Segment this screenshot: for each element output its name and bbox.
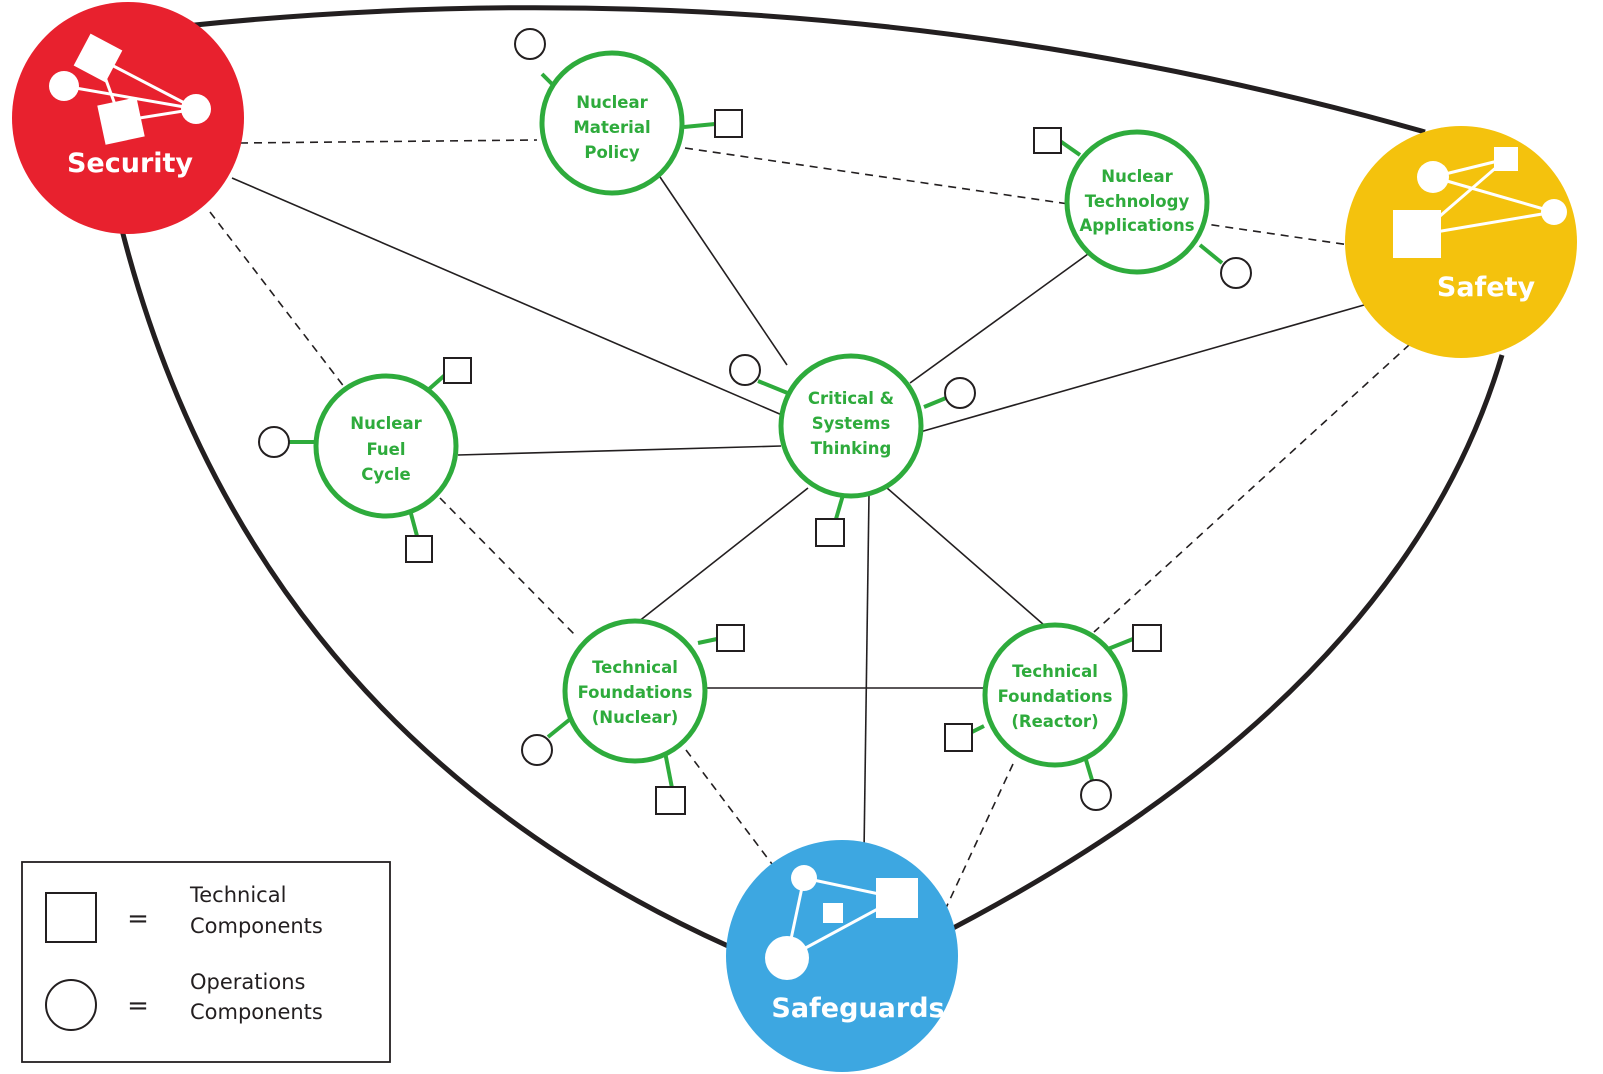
dash-security-fuelcycle xyxy=(209,211,346,389)
legend-equals: = xyxy=(127,904,149,934)
operations-component-icon xyxy=(1198,243,1252,289)
technical-component-icon xyxy=(655,751,686,815)
node-label-line: Technical xyxy=(592,658,678,677)
legend-operations-line2: Components xyxy=(190,1000,323,1024)
dash-security-policy xyxy=(239,139,538,144)
node-label-line: Technology xyxy=(1085,192,1190,211)
node-technical-foundations-reactor: Technical Foundations (Reactor) xyxy=(944,622,1162,811)
node-technical-foundations-nuclear: Technical Foundations (Nuclear) xyxy=(521,618,745,815)
node-label-line: Fuel xyxy=(366,440,405,459)
node-label-line: Foundations xyxy=(578,683,693,702)
legend-equals: = xyxy=(127,991,149,1021)
legend-circle-icon xyxy=(45,979,97,1031)
node-label-line: Material xyxy=(573,118,650,137)
link-security-critical xyxy=(231,177,783,416)
node-label-line: Nuclear xyxy=(350,414,422,433)
technical-component-icon xyxy=(697,624,745,652)
node-circle xyxy=(539,50,685,196)
safety-pillar: Safety xyxy=(1345,126,1577,358)
operations-component-icon xyxy=(1080,759,1112,811)
technical-component-icon xyxy=(815,494,845,547)
node-label-line: Nuclear xyxy=(1101,167,1173,186)
link-policy-critical xyxy=(659,176,788,366)
safeguards-circle xyxy=(726,840,958,1072)
security-network-icon xyxy=(49,33,211,145)
node-nuclear-technology-applications: Nuclear Technology Applications xyxy=(1033,127,1252,289)
safeguards-pillar: Safeguards xyxy=(726,840,958,1072)
node-nuclear-fuel-cycle: Nuclear Fuel Cycle xyxy=(258,357,472,563)
node-circle xyxy=(982,622,1128,768)
technical-component-icon xyxy=(1033,127,1082,157)
boundary-top-arc xyxy=(184,5,1426,135)
node-label-line: Nuclear xyxy=(576,93,648,112)
node-critical-systems-thinking: Critical & Systems Thinking xyxy=(729,353,976,547)
technical-component-icon xyxy=(683,109,743,138)
boundary-left-arc xyxy=(119,229,730,949)
security-label: Security xyxy=(67,148,193,179)
safeguards-network-icon xyxy=(765,865,918,980)
legend-operations-line1: Operations xyxy=(190,970,305,994)
node-circle xyxy=(778,353,924,499)
node-label-line: Systems xyxy=(812,414,891,433)
technical-component-icon xyxy=(944,723,985,752)
safeguards-label: Safeguards xyxy=(771,993,944,1024)
operations-component-icon xyxy=(514,28,560,92)
link-applications-critical xyxy=(909,253,1089,384)
operations-component-icon xyxy=(923,377,976,409)
legend-technical-line1: Technical xyxy=(189,883,286,907)
technical-component-icon xyxy=(1102,624,1162,653)
link-critical-safeguards xyxy=(863,493,870,853)
technical-component-icon xyxy=(426,357,472,392)
operations-component-icon xyxy=(521,714,576,766)
node-circle xyxy=(313,373,459,519)
technical-component-icon xyxy=(405,509,433,563)
operations-component-icon xyxy=(729,354,791,396)
node-label-line: Technical xyxy=(1012,662,1098,681)
dash-techreactor-safeguards xyxy=(944,763,1014,911)
node-nuclear-material-policy: Nuclear Material Policy xyxy=(514,28,743,196)
link-fuelcycle-critical xyxy=(457,445,782,456)
dash-fuelcycle-technuclear xyxy=(439,497,576,636)
link-safety-critical xyxy=(919,300,1379,433)
legend-square-icon xyxy=(45,892,97,943)
safety-network-icon xyxy=(1393,147,1567,258)
legend-technical-line2: Components xyxy=(190,914,323,938)
safety-circle xyxy=(1345,126,1577,358)
security-pillar: Security xyxy=(12,2,244,234)
safety-label: Safety xyxy=(1437,272,1536,303)
boundary-right-arc xyxy=(928,354,1505,943)
node-label-line: Thinking xyxy=(811,439,892,458)
node-circle xyxy=(562,618,708,764)
node-label-line: Applications xyxy=(1079,216,1194,235)
node-label-line: (Nuclear) xyxy=(592,708,679,727)
dash-technuclear-safeguards xyxy=(685,749,776,869)
node-circle xyxy=(1064,129,1210,275)
legend-operations-row: = Operations Components xyxy=(45,970,323,1031)
dash-policy-safety xyxy=(684,147,1371,249)
outer-boundary xyxy=(119,5,1505,949)
legend-technical-row: = Technical Components xyxy=(45,883,323,943)
node-label-line: Foundations xyxy=(998,687,1113,706)
solid-links xyxy=(231,176,1379,853)
legend-box: = Technical Components = Operations Comp… xyxy=(21,861,391,1063)
dashed-links xyxy=(209,139,1421,911)
dash-safety-techreactor xyxy=(1093,334,1421,633)
node-label-line: Critical & xyxy=(808,389,894,408)
link-critical-techreactor xyxy=(886,487,1045,626)
operations-component-icon xyxy=(258,426,320,458)
node-label-line: (Reactor) xyxy=(1011,712,1098,731)
node-label-line: Cycle xyxy=(361,465,411,484)
node-label-line: Policy xyxy=(584,143,640,162)
link-critical-technuclear xyxy=(637,487,809,623)
